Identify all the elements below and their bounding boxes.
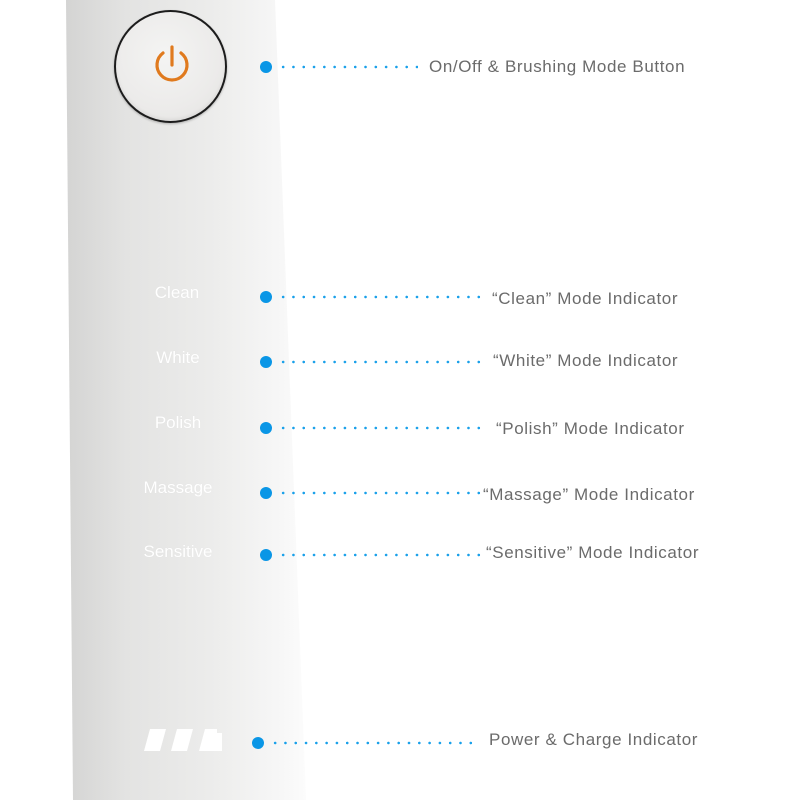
- power-icon: [155, 45, 189, 82]
- mode-label-clean[interactable]: Clean: [154, 283, 200, 302]
- power-mode-button[interactable]: [114, 10, 227, 123]
- mode-label-sensitive[interactable]: Sensitive: [143, 542, 213, 561]
- callout-label-polish: “Polish” Mode Indicator: [496, 419, 685, 438]
- mode-label-massage[interactable]: Massage: [143, 478, 213, 497]
- callout-label-clean: “Clean” Mode Indicator: [492, 289, 679, 308]
- mode-label-polish[interactable]: Polish: [154, 413, 202, 432]
- callout-label-power-charge: Power & Charge Indicator: [489, 730, 699, 749]
- callout-label-sensitive: “Sensitive” Mode Indicator: [486, 543, 700, 562]
- mode-label-white[interactable]: White: [156, 348, 200, 367]
- callout-label-power-button: On/Off & Brushing Mode Button: [429, 57, 686, 76]
- battery-level-icon: [144, 729, 226, 751]
- callout-label-white: “White” Mode Indicator: [493, 351, 679, 370]
- callout-label-massage: “Massage” Mode Indicator: [483, 485, 695, 504]
